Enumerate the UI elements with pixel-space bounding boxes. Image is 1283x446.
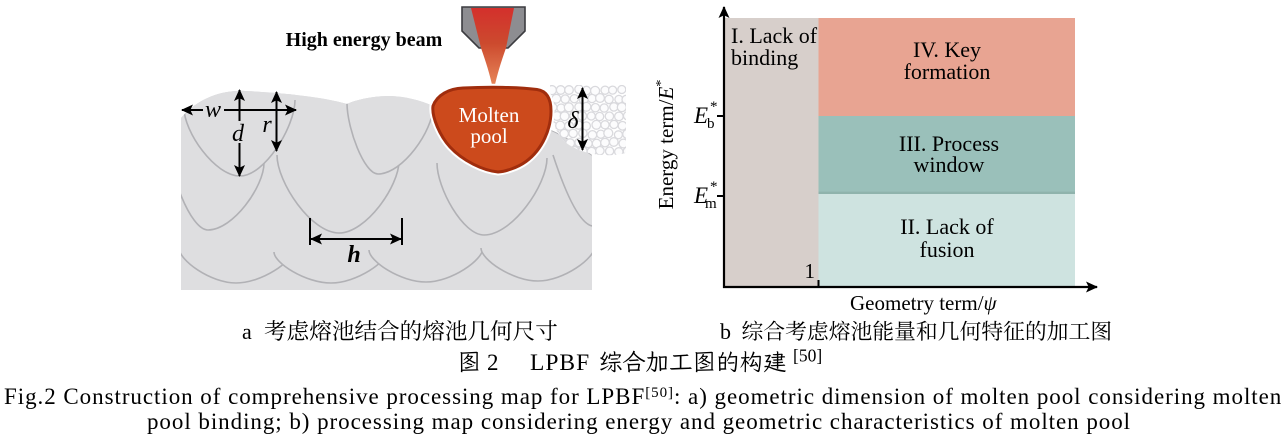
svg-text:Fig.2 Construction of comprehe: Fig.2 Construction of comprehensive proc… [4, 384, 1282, 409]
svg-text:*: * [710, 179, 718, 195]
svg-text:III. Process: III. Process [899, 131, 999, 156]
svg-text:binding: binding [731, 45, 798, 70]
svg-text:1: 1 [805, 259, 816, 283]
svg-text:formation: formation [904, 59, 991, 84]
svg-text:a: a [242, 319, 252, 344]
svg-text:m: m [705, 196, 717, 212]
svg-text:2: 2 [487, 350, 499, 375]
svg-text:I. Lack of: I. Lack of [731, 23, 818, 48]
svg-text:δ: δ [567, 108, 579, 134]
svg-text:w: w [205, 97, 221, 123]
svg-text:h: h [347, 242, 360, 268]
svg-text:E: E [693, 183, 708, 208]
svg-text:*: * [710, 99, 718, 115]
svg-text:Energy term/E*: Energy term/E* [654, 80, 678, 210]
svg-text:E: E [693, 103, 708, 128]
svg-text:pool binding; b) processing ma: pool binding; b) processing map consider… [147, 409, 1131, 434]
svg-text:[50]: [50] [793, 346, 822, 366]
svg-text:r: r [262, 112, 272, 138]
svg-text:LPBF: LPBF [530, 350, 590, 376]
svg-text:b: b [720, 319, 731, 344]
svg-text:Geometry term/ψ: Geometry term/ψ [850, 291, 998, 315]
svg-text:High energy beam: High energy beam [286, 29, 443, 51]
svg-text:b: b [707, 116, 715, 132]
svg-text:fusion: fusion [920, 237, 975, 262]
svg-text:II. Lack of: II. Lack of [900, 214, 994, 239]
svg-text:window: window [914, 152, 985, 177]
svg-text:pool: pool [470, 124, 508, 148]
svg-text:d: d [232, 121, 245, 147]
svg-text:Molten: Molten [459, 103, 520, 127]
svg-text:IV. Key: IV. Key [913, 37, 981, 62]
